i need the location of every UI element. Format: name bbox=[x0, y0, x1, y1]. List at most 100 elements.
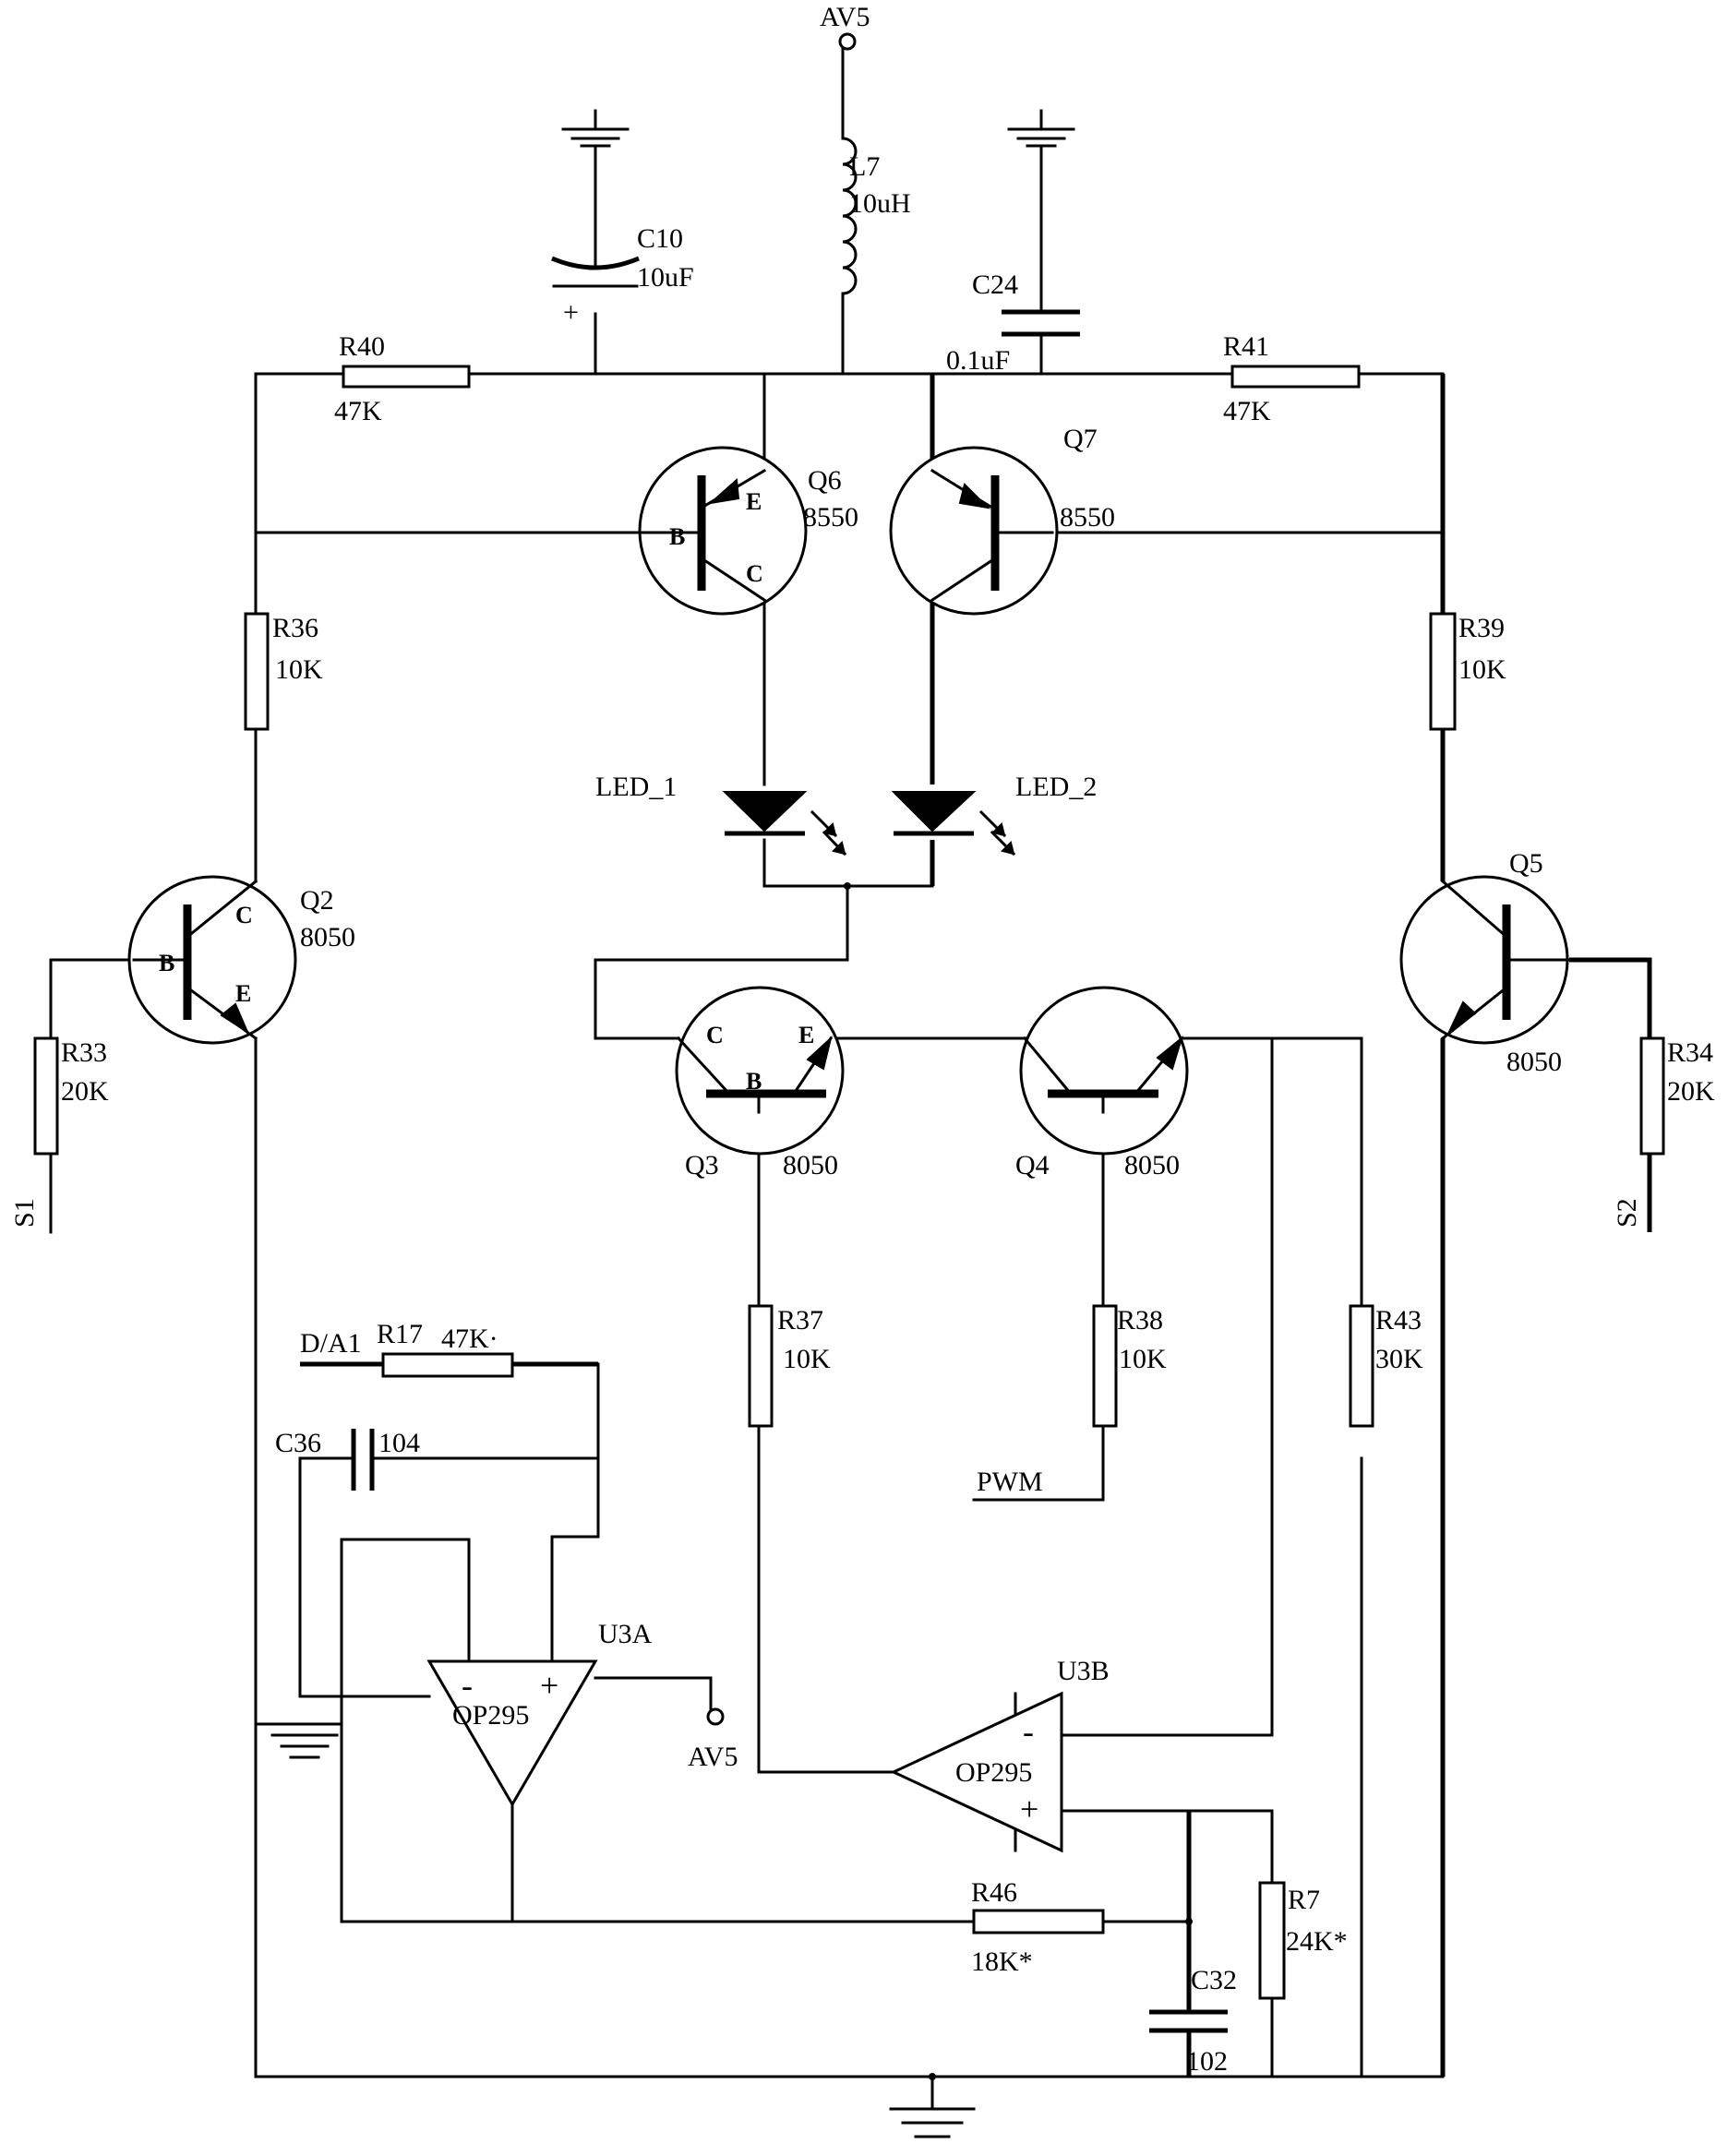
u3b-plus-sign: + bbox=[1020, 1791, 1038, 1827]
r40-value: 47K bbox=[334, 396, 382, 426]
q2-type: 8050 bbox=[300, 922, 355, 952]
signal-s2-label: S2 bbox=[1612, 1198, 1642, 1228]
q3-type: 8050 bbox=[783, 1150, 838, 1180]
resistor-r7: R7 24K* bbox=[1260, 1883, 1348, 1998]
r46-ref: R46 bbox=[971, 1877, 1017, 1908]
resistor-r38: R38 10K bbox=[1094, 1305, 1167, 1426]
r38-value: 10K bbox=[1119, 1344, 1167, 1374]
q2-ref: Q2 bbox=[300, 885, 334, 916]
q7-type: 8550 bbox=[1060, 502, 1115, 533]
r34-ref: R34 bbox=[1667, 1037, 1713, 1068]
ground-symbol-c10 bbox=[563, 111, 628, 146]
signal-s1: S1 bbox=[9, 1198, 51, 1232]
ground-symbol-c24 bbox=[1009, 111, 1074, 146]
q6-pin-b: B bbox=[669, 523, 685, 550]
q6-ref: Q6 bbox=[808, 465, 842, 496]
q7-ref: Q7 bbox=[1063, 424, 1098, 454]
resistor-r43: R43 30K bbox=[1350, 1305, 1423, 1426]
opamp-u3a: - + OP295 U3A bbox=[429, 1619, 653, 1804]
led-2: LED_2 bbox=[894, 772, 1097, 854]
signal-s1-label: S1 bbox=[9, 1198, 40, 1228]
led-1: LED_1 bbox=[595, 772, 845, 854]
q4-type: 8050 bbox=[1124, 1150, 1180, 1180]
r36-ref: R36 bbox=[272, 613, 318, 643]
supply-label-top: AV5 bbox=[820, 2, 870, 32]
capacitor-c32: C32 102 bbox=[1149, 1965, 1237, 2077]
u3b-ref: U3B bbox=[1057, 1656, 1110, 1686]
inductor-ref: L7 bbox=[849, 151, 880, 182]
transistor-q4: Q4 8050 bbox=[1015, 988, 1187, 1180]
q2-pin-b: B bbox=[159, 950, 174, 976]
q3-ref: Q3 bbox=[685, 1150, 719, 1180]
r38-ref: R38 bbox=[1117, 1305, 1163, 1336]
r37-value: 10K bbox=[783, 1344, 831, 1374]
supply-label-opamp: AV5 bbox=[688, 1742, 738, 1772]
resistor-r40: R40 47K bbox=[334, 331, 469, 426]
r43-value: 30K bbox=[1375, 1344, 1423, 1374]
c24-ref: C24 bbox=[972, 270, 1018, 300]
u3a-ref: U3A bbox=[598, 1619, 653, 1649]
u3a-plus-sign: + bbox=[540, 1667, 558, 1704]
c36-ref: C36 bbox=[275, 1428, 321, 1458]
u3a-minus-sign: - bbox=[462, 1667, 473, 1704]
led1-ref: LED_1 bbox=[595, 772, 677, 802]
c10-value: 10uF bbox=[637, 262, 694, 293]
q5-ref: Q5 bbox=[1509, 848, 1543, 879]
r33-value: 20K bbox=[61, 1076, 109, 1107]
r34-value: 20K bbox=[1667, 1076, 1715, 1107]
r41-ref: R41 bbox=[1223, 331, 1269, 362]
q6-pin-e: E bbox=[746, 488, 762, 515]
resistor-r33: R33 20K bbox=[35, 1037, 109, 1154]
r39-value: 10K bbox=[1458, 654, 1506, 685]
ground-symbol-opamp bbox=[272, 1735, 337, 1757]
u3b-part: OP295 bbox=[955, 1757, 1032, 1788]
q5-type: 8050 bbox=[1506, 1047, 1562, 1077]
led2-ref: LED_2 bbox=[1015, 772, 1097, 802]
resistor-r36: R36 10K bbox=[246, 613, 323, 729]
signal-dac-label: D/A1 bbox=[300, 1328, 362, 1359]
transistor-q2: B C E Q2 8050 bbox=[129, 877, 355, 1043]
c10-polarity: + bbox=[563, 297, 579, 328]
r39-ref: R39 bbox=[1458, 613, 1505, 643]
r36-value: 10K bbox=[275, 654, 323, 685]
q4-ref: Q4 bbox=[1015, 1150, 1050, 1180]
q6-type: 8550 bbox=[803, 502, 858, 533]
q2-pin-e: E bbox=[235, 980, 251, 1007]
opamp-u3b: - + OP295 U3B bbox=[894, 1656, 1110, 1851]
resistor-r17: R17 47K· bbox=[377, 1319, 512, 1376]
r33-ref: R33 bbox=[61, 1037, 107, 1068]
resistor-r41: R41 47K bbox=[1223, 331, 1359, 426]
supply-terminal-top: AV5 bbox=[820, 2, 870, 49]
resistor-r39: R39 10K bbox=[1431, 613, 1506, 729]
u3a-part: OP295 bbox=[452, 1700, 529, 1731]
q3-pin-c: C bbox=[706, 1022, 724, 1048]
transistor-q3: C E B Q3 8050 bbox=[677, 988, 843, 1180]
r17-value: 47K· bbox=[441, 1324, 498, 1354]
wiring bbox=[51, 46, 1650, 2109]
c10-ref: C10 bbox=[637, 223, 683, 254]
q3-pin-e: E bbox=[798, 1022, 814, 1048]
u3b-minus-sign: - bbox=[1023, 1713, 1034, 1750]
r40-ref: R40 bbox=[339, 331, 385, 362]
q2-pin-c: C bbox=[235, 902, 253, 928]
capacitor-c10: C10 10uF + bbox=[552, 223, 694, 328]
c36-value: 104 bbox=[378, 1428, 420, 1458]
signal-pwm-label: PWM bbox=[977, 1467, 1043, 1497]
capacitor-c24: C24 0.1uF bbox=[946, 270, 1080, 376]
r43-ref: R43 bbox=[1375, 1305, 1422, 1336]
inductor-value: 10uH bbox=[849, 188, 911, 219]
transistor-q7: Q7 8550 bbox=[891, 424, 1115, 614]
supply-terminal-opamp: AV5 bbox=[688, 1709, 738, 1772]
r37-ref: R37 bbox=[777, 1305, 823, 1336]
transistor-q6: B E C Q6 8550 bbox=[637, 448, 858, 614]
r46-value: 18K* bbox=[971, 1946, 1033, 1977]
r41-value: 47K bbox=[1223, 396, 1271, 426]
resistor-r37: R37 10K bbox=[750, 1305, 831, 1426]
signal-s2: S2 bbox=[1612, 1198, 1642, 1228]
r7-value: 24K* bbox=[1286, 1926, 1348, 1957]
q3-pin-b: B bbox=[746, 1068, 762, 1095]
c24-value: 0.1uF bbox=[946, 345, 1010, 376]
resistor-r34: R34 20K bbox=[1641, 1037, 1715, 1154]
inductor-l7: L7 10uH bbox=[843, 138, 911, 293]
